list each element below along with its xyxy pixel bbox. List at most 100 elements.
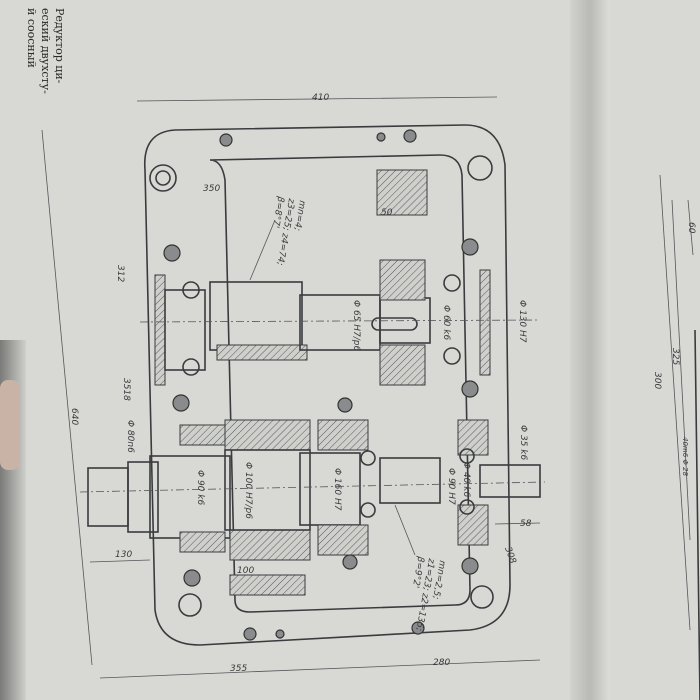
drawing-line [182,281,200,299]
drawing-line [459,499,475,515]
drawing-line [360,450,376,466]
dimension-lines [41,96,694,679]
drawing-line [470,585,494,609]
drawing-line [443,274,461,292]
dim-410: 410 [312,93,329,103]
dimension-labels: 410 640 350 50 312 3518 130 100 58 308 3… [69,93,532,674]
drawing-line [164,289,206,371]
dim-phi35: Φ 35 k6 [518,425,528,460]
drawing-line [687,199,694,256]
drawing-line [461,238,479,256]
drawing-line [379,259,426,301]
dim-312: 312 [115,265,125,282]
dim-phi40: Φ 40 k6 [461,462,471,497]
dim-350: 350 [203,184,220,194]
drawing-line [154,274,166,386]
dim-50: 50 [381,208,393,218]
drawing-line [275,629,285,639]
drawing-line [360,502,376,518]
drawing-line [209,154,471,613]
drawing-line [379,457,441,504]
right-view: 60 325 300 40m6 Φ 28 [652,222,700,700]
caption-line: еский двухсту- [39,8,52,94]
dim-280: 280 [433,658,450,668]
drawing-line [494,522,541,525]
dim-phi65: Φ 65 H7/p6 [351,300,361,351]
drawing-line [459,448,475,464]
drawing-line [317,524,369,556]
dim-3518: 3518 [121,378,131,401]
dim-100: 100 [237,566,254,576]
caption-line: Редуктор ци- [53,8,66,84]
input-output-shafts [79,419,546,596]
dim-phi100: Φ 100 H7/p6 [243,462,253,519]
drawing-line [224,449,311,531]
intermediate-shaft [139,169,541,386]
drawing-line [467,155,493,181]
book-caption: Редуктор ци- еский двухсту- й соосный [25,8,66,94]
dim-58: 58 [520,519,532,529]
drawing-line [243,627,257,641]
drawing-line [394,504,416,556]
drawing-line [99,659,541,679]
dim-300: 300 [652,372,662,389]
dim-phi60: Φ 60 k6 [441,305,451,340]
drawing-line [172,394,190,412]
drawing-line [659,174,691,631]
drawing-line [411,621,425,635]
drawing-line [671,199,691,541]
drawing-line [479,269,491,376]
drawing-line [41,129,93,666]
drawing-line [163,244,181,262]
drawing-line [376,169,428,216]
drawing-line [376,132,386,142]
dim-325: 325 [670,348,680,365]
drawing-line [143,124,511,646]
drawing-line [457,419,489,456]
dim-phi90k: Φ 90 k6 [195,470,205,505]
dim-phi80: Φ 80n6 [125,420,135,453]
drawing-line [149,164,177,192]
dim-phi130: Φ 130 H7 [517,300,527,343]
drawing-line [249,219,276,281]
drawing-line [155,170,171,186]
drawing-line [179,531,226,553]
drawing-line [139,319,541,323]
drawing-line [337,397,353,413]
drawing-line [219,133,233,147]
dim-60: 60 [686,222,696,234]
drawing-line [89,559,151,563]
drawing-line [461,557,479,575]
drawing-line [479,464,541,498]
dim-40: 40m6 Φ 28 [681,437,689,477]
dim-130: 130 [115,550,132,560]
finger [0,380,20,470]
dim-phi90h: Φ 90 H7 [446,468,456,505]
drawing-line [79,481,546,493]
drawing-line [179,424,226,446]
dim-phi160: Φ 160 H7 [332,468,342,511]
dim-355: 355 [230,664,247,674]
caption-line: й соосный [25,8,38,68]
drawing-line [229,529,311,561]
drawing-line [216,344,308,361]
drawing-line [136,96,498,102]
drawing-line [127,461,159,533]
drawing-line [403,129,417,143]
drawing-line [461,380,479,398]
housing [143,124,511,646]
drawing-line [182,358,200,376]
drawing-line [342,554,358,570]
drawing-line [694,329,700,700]
drawing-line [224,419,311,451]
drawing-line [443,347,461,365]
drawing-line [379,344,426,386]
drawing-line [229,574,306,596]
drawing-line [371,317,418,331]
drawing-line [317,419,369,451]
dim-640: 640 [69,408,79,425]
book-gutter [570,0,610,700]
drawing-line [178,593,202,617]
